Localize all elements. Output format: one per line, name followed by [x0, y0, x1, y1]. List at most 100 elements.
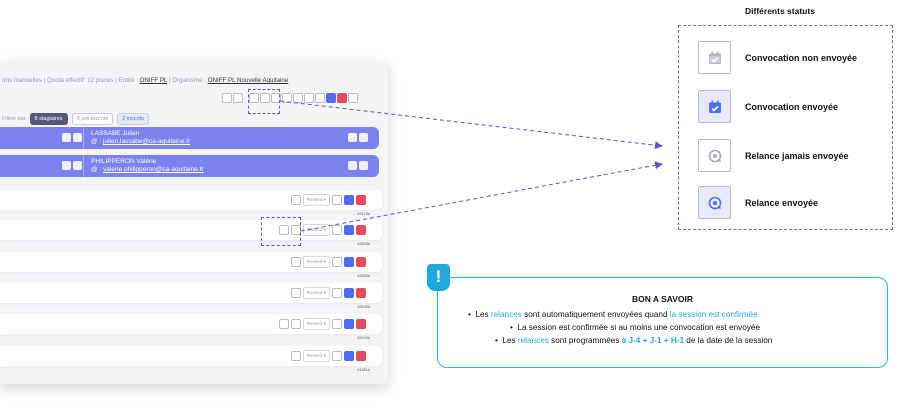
edit-icon[interactable] — [344, 195, 354, 205]
status-legend: Convocation non envoyée Convocation envo… — [678, 25, 893, 230]
reminder-icon[interactable] — [359, 133, 368, 142]
filter-pre-inscrits[interactable]: 6 pré-inscrits — [71, 113, 114, 125]
delete-icon[interactable] — [356, 195, 366, 205]
convocation-icon[interactable] — [249, 93, 259, 103]
info-text: Les — [475, 310, 491, 319]
edit-icon[interactable] — [344, 288, 354, 298]
delete-icon[interactable] — [356, 225, 366, 235]
session-meta-org-label: | Organisme : — [167, 77, 208, 84]
session-toolbar — [222, 93, 358, 103]
info-line-3: • Les relances sont programmées à J-4 + … — [495, 336, 773, 345]
legend-item-relance-envoyee: Relance envoyée — [698, 186, 818, 219]
trainee-email-link[interactable]: valerie.philipperon@ca-aquitaine.fr — [103, 166, 204, 173]
undo-icon[interactable] — [348, 93, 358, 103]
comment-icon[interactable] — [332, 319, 342, 329]
divider — [83, 155, 84, 177]
table-row[interactable]: Remind ▾ #2809# — [0, 252, 382, 278]
row-code: #3105# — [357, 305, 370, 309]
filter-inscrits[interactable]: 2 inscrits — [117, 113, 149, 125]
email-prefix: @ : — [91, 138, 104, 145]
remind-select[interactable]: Remind ▾ — [302, 350, 330, 362]
filter-pre-label: 6 pré-inscrits — [76, 116, 109, 122]
session-screenshot: ons manuelles | Quota effectif: 12 place… — [0, 62, 388, 384]
convocation-icon[interactable] — [278, 225, 289, 235]
table-row[interactable]: Remind ▾ #2109# — [0, 314, 382, 340]
filter-row: Filtrer par 8 stagiaires 6 pré-inscrits … — [2, 113, 149, 125]
organisme-link[interactable]: ONIFF PL Nouvelle Aquitaine — [207, 77, 289, 84]
remind-select[interactable]: Remind ▾ — [302, 194, 330, 206]
add-user-icon[interactable] — [222, 93, 232, 103]
table-row[interactable]: Remind ▾ #1861# — [0, 346, 382, 372]
info-text: Les — [502, 336, 518, 345]
remind-select[interactable]: Remind ▾ — [302, 318, 330, 330]
comment-icon[interactable] — [332, 351, 342, 361]
trainee-card[interactable]: LASSABE Julien @ : julien.lassabe@ca-aqu… — [0, 127, 379, 149]
session-meta: ons manuelles | Quota effectif: 12 place… — [2, 77, 288, 84]
convocation-icon[interactable] — [62, 133, 71, 142]
remind-select[interactable]: Remind ▾ — [302, 287, 330, 299]
edit-icon[interactable] — [344, 257, 354, 267]
delete-icon[interactable] — [356, 257, 366, 267]
comment-icon[interactable] — [332, 288, 342, 298]
info-highlight: relances — [490, 310, 522, 319]
document-icon[interactable] — [282, 93, 292, 103]
comment-icon[interactable] — [332, 257, 342, 267]
legend-label: Convocation non envoyée — [745, 52, 858, 63]
remind-label: Remind — [306, 321, 323, 326]
convocation-icon[interactable] — [278, 319, 289, 329]
entity-link[interactable]: ONIFF PL — [139, 77, 168, 84]
delete-icon[interactable] — [356, 288, 366, 298]
reminder-icon[interactable] — [290, 319, 301, 329]
legend-label: Convocation envoyée — [745, 101, 839, 112]
edit-icon[interactable] — [344, 319, 354, 329]
trainee-card[interactable]: PHILIPPERON Valérie @ : valerie.philippe… — [0, 155, 379, 177]
check-icon[interactable] — [290, 351, 301, 361]
convocation-icon[interactable] — [348, 133, 357, 142]
reminder-icon[interactable] — [73, 133, 82, 142]
trainee-email-link[interactable]: julien.lassabe@ca-aquitaine.fr — [103, 138, 191, 145]
row-tools: Remind ▾ — [290, 256, 366, 268]
divider — [83, 127, 84, 149]
reminder-icon[interactable] — [260, 93, 270, 103]
legend-item-convocation-non-envoyee: Convocation non envoyée — [698, 41, 857, 74]
table-row[interactable]: Remind ▾ #2808# — [0, 220, 382, 246]
info-highlight: la session est confirmée — [669, 310, 758, 319]
remind-label: Remind — [306, 197, 323, 202]
edit-icon[interactable] — [344, 351, 354, 361]
check-icon[interactable] — [290, 257, 301, 267]
row-code: #1861# — [357, 368, 370, 372]
remind-select[interactable]: Remind ▾ — [302, 256, 330, 268]
check-icon[interactable] — [290, 195, 301, 205]
legend-item-convocation-envoyee: Convocation envoyée — [698, 90, 838, 123]
filter-inscrits-label: 2 inscrits — [122, 116, 144, 122]
check-icon[interactable] — [271, 93, 281, 103]
table-row[interactable]: Remind ▾ #3105# — [0, 283, 382, 309]
convocation-icon[interactable] — [62, 161, 71, 170]
edit-icon[interactable] — [344, 225, 354, 235]
row-code: #3173# — [357, 212, 370, 216]
filter-stagiaires[interactable]: 8 stagiaires — [29, 113, 68, 125]
comment-icon[interactable] — [332, 225, 342, 235]
settings-icon[interactable] — [233, 93, 243, 103]
file-icon[interactable] — [315, 93, 325, 103]
info-highlight: relances — [517, 336, 549, 345]
remind-select[interactable]: Remind ▾ — [302, 224, 330, 236]
delete-icon[interactable] — [356, 351, 366, 361]
comment-icon[interactable] — [332, 195, 342, 205]
copy-icon[interactable] — [304, 93, 314, 103]
table-row[interactable]: Remind ▾ #3173# — [0, 190, 382, 216]
reminder-icon[interactable] — [73, 161, 82, 170]
print-icon[interactable] — [293, 93, 303, 103]
check-icon[interactable] — [290, 288, 301, 298]
info-box: BON A SAVOIR • Les relances sont automat… — [437, 277, 888, 368]
delete-icon[interactable] — [356, 319, 366, 329]
info-text: sont automatiquement envoyées quand — [521, 310, 670, 319]
highlight-row-status — [261, 217, 301, 246]
reminder-icon[interactable] — [359, 161, 368, 170]
convocation-icon[interactable] — [348, 161, 357, 170]
row-tools: Remind ▾ — [290, 350, 366, 362]
trainee-email: @ : valerie.philipperon@ca-aquitaine.fr — [91, 166, 204, 173]
delete-icon[interactable] — [337, 93, 347, 103]
edit-icon[interactable] — [326, 93, 336, 103]
